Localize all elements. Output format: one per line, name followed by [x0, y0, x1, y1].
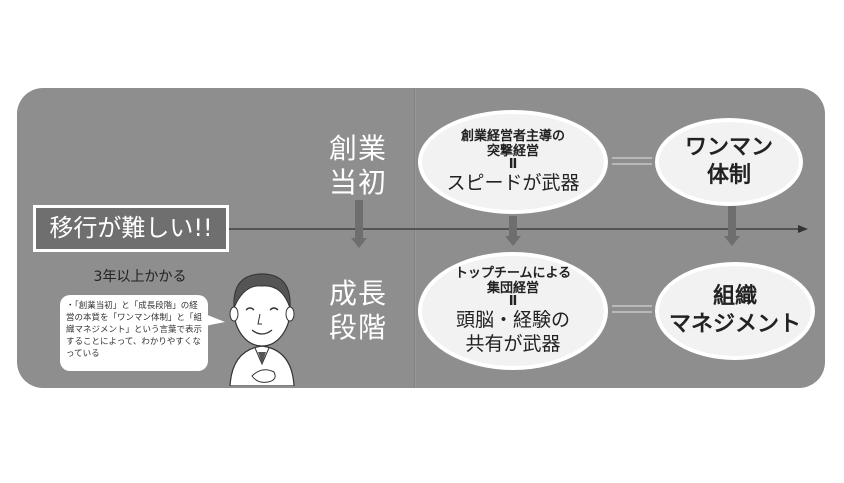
book-spine — [414, 88, 416, 388]
equals-bar-bottom-1 — [612, 305, 652, 307]
equals-bar-bottom-2 — [612, 311, 652, 313]
stage-start-label: 創業 当初 — [328, 132, 387, 199]
migration-duration-text: 3年以上かかる — [93, 269, 187, 285]
equals-bar-top-2 — [612, 163, 652, 165]
stage-growth-label: 成長 段階 — [328, 277, 387, 344]
oval-one-man-text: ワンマン 体制 — [684, 135, 773, 188]
oval-one-man-system: ワンマン 体制 — [655, 118, 803, 206]
oval-team-line2: 集団経営 — [486, 281, 539, 296]
businessman-illustration — [229, 273, 295, 386]
oval-team-main2: 共有が武器 — [465, 333, 561, 355]
oval-founder-management: 創業経営者主導の 突撃経営 Ⅱ スピードが武器 — [418, 110, 608, 214]
bubble-tail — [205, 314, 225, 326]
oval-team-line1: トップチームによる — [454, 266, 572, 281]
equals-bar-top-1 — [612, 157, 652, 159]
down-arrow-shaft-oval-right — [728, 206, 736, 236]
oval-founder-equals: Ⅱ — [508, 157, 518, 172]
down-arrow-shaft-oval-left — [509, 216, 517, 236]
explanation-text: ・「創業当初」と「成長段階」の経営の本質を「ワンマン体制」と「組織マネジメント」… — [66, 301, 203, 359]
explanation-bubble: ・「創業当初」と「成長段階」の経営の本質を「ワンマン体制」と「組織マネジメント」… — [60, 295, 208, 371]
oval-org-management: 組織 マネジメント — [655, 262, 815, 360]
oval-team-equals: Ⅱ — [508, 294, 518, 309]
oval-team-main1: 頭脳・経験の — [455, 309, 570, 331]
oval-founder-line2: 突撃経営 — [486, 144, 539, 159]
oval-org-text: 組織 マネジメント — [668, 284, 801, 337]
oval-team-management: トップチームによる 集団経営 Ⅱ 頭脳・経験の 共有が武器 — [418, 252, 608, 370]
oval-founder-line1: 創業経営者主導の — [460, 129, 565, 144]
down-arrow-oval-right — [724, 236, 740, 246]
down-arrow-oval-left — [505, 236, 521, 246]
down-arrow-stage — [351, 238, 367, 248]
oval-founder-main: スピードが武器 — [446, 172, 580, 194]
migration-difficult-label: 移行が難しい!! — [33, 205, 229, 252]
down-arrow-shaft-stage — [355, 200, 363, 238]
